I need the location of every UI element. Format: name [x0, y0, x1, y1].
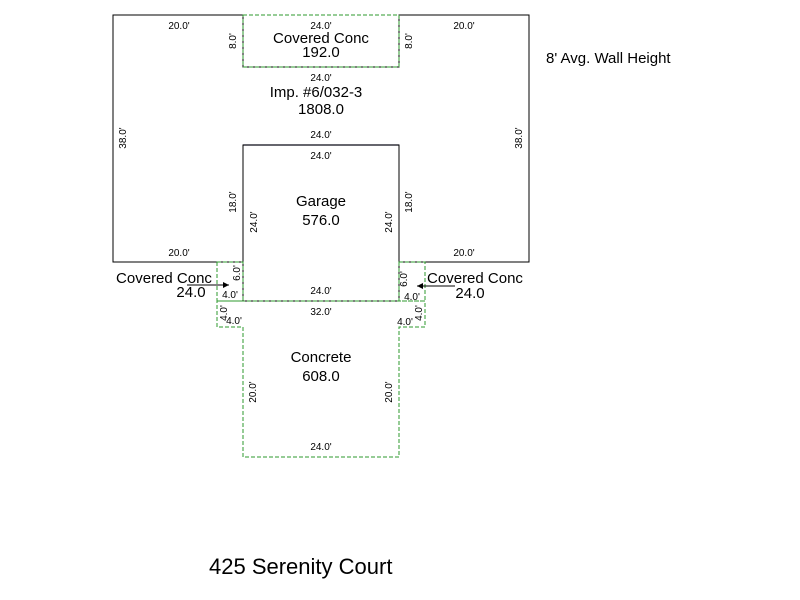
wall-height-note: 8' Avg. Wall Height [546, 50, 671, 67]
dim-garage-right-outer: 18.0' [404, 191, 415, 212]
covered-conc-right-area: 24.0 [455, 285, 484, 302]
covered-conc-left-arrow [187, 282, 229, 288]
dim-garage-left-inner: 24.0' [249, 211, 260, 232]
dim-top-left-wall: 20.0' [168, 21, 189, 32]
concrete-area: 608.0 [302, 368, 340, 385]
main-house-name: Imp. #6/032-3 [270, 84, 363, 101]
property-address: 425 Serenity Court [209, 554, 392, 579]
dim-right-cc-bottom: 4.0' [404, 292, 420, 303]
dim-left-cc-bottom: 4.0' [222, 290, 238, 301]
dim-left-step-side: 4.0' [219, 305, 230, 321]
dim-concrete-right: 20.0' [384, 381, 395, 402]
dim-right-step-bottom: 4.0' [397, 317, 413, 328]
dim-garage-bottom: 24.0' [310, 286, 331, 297]
main-house-area: 1808.0 [298, 101, 344, 118]
dim-left-wall: 38.0' [118, 127, 129, 148]
dim-garage-left-outer: 18.0' [228, 191, 239, 212]
concrete-outline [216, 300, 426, 458]
dim-garage-right-inner: 24.0' [384, 211, 395, 232]
dim-bottom-left-wall: 20.0' [168, 248, 189, 259]
dim-garage-top-outer: 24.0' [310, 130, 331, 141]
covered-porch-top-outline [242, 14, 400, 68]
garage-area: 576.0 [302, 212, 340, 229]
covered-conc-top-area: 192.0 [302, 44, 340, 61]
garage-name: Garage [296, 193, 346, 210]
dim-right-step-side: 4.0' [414, 305, 425, 321]
dim-porch-bottom: 24.0' [310, 73, 331, 84]
dim-concrete-left: 20.0' [248, 381, 259, 402]
covered-conc-right-outline [398, 261, 426, 302]
concrete-name: Concrete [291, 349, 352, 366]
covered-conc-left-name: Covered Conc [116, 270, 212, 287]
dim-right-wall: 38.0' [514, 127, 525, 148]
dim-top-right-wall: 20.0' [453, 21, 474, 32]
dim-left-step-bottom: 4.0' [226, 316, 242, 327]
dim-garage-top-inner: 24.0' [310, 151, 331, 162]
covered-conc-right-name: Covered Conc [427, 270, 523, 287]
dim-porch-left: 8.0' [228, 33, 239, 49]
dim-bottom-right-wall: 20.0' [453, 248, 474, 259]
dim-porch-top: 24.0' [310, 21, 331, 32]
covered-conc-top-name: Covered Conc [273, 30, 369, 47]
covered-conc-left-area: 24.0 [176, 284, 205, 301]
dim-left-cc-side: 6.0' [232, 265, 243, 281]
dim-concrete-top: 32.0' [310, 307, 331, 318]
dim-porch-right: 8.0' [404, 33, 415, 49]
covered-conc-right-arrow [417, 283, 455, 289]
dim-concrete-bottom: 24.0' [310, 442, 331, 453]
dim-right-cc-side: 6.0' [399, 271, 410, 287]
covered-conc-left-outline [216, 261, 244, 302]
